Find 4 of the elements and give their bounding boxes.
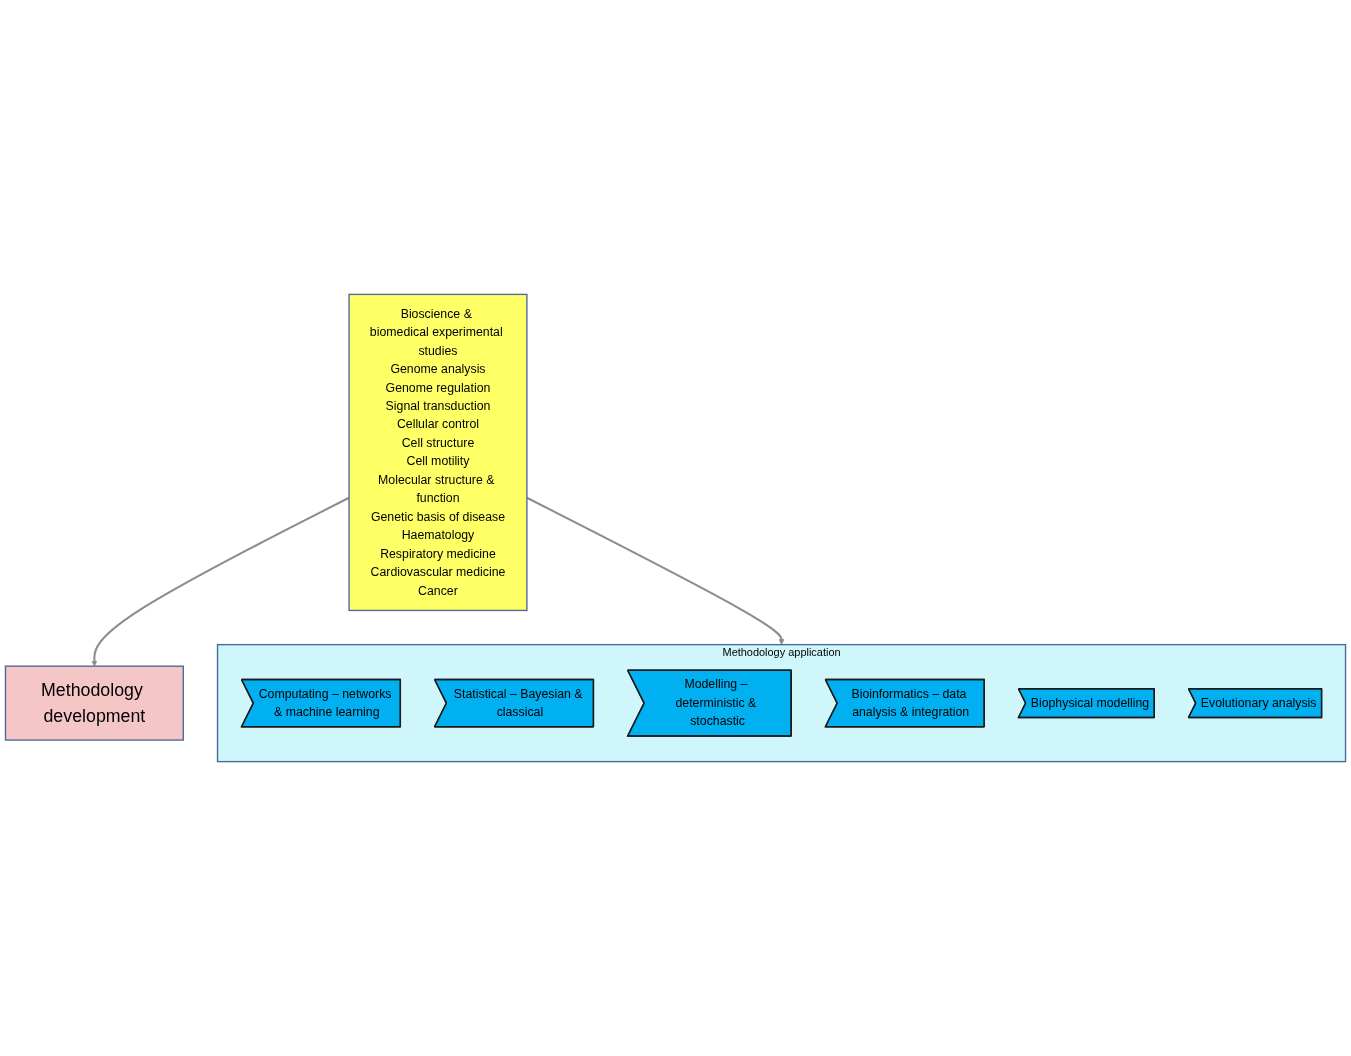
node-box: Methodology development [4, 665, 184, 741]
arrow [526, 496, 785, 645]
node-box: Bioscience & biomedical experimental studies Genome analysis Genome regulation Signal transduction Cellular control Cell structure Cell motility Molecular structure & function Genetic basis of disease Haematology Respiratory medicine Cardiovascular medicine Cancer [348, 293, 528, 612]
arrow [91, 496, 350, 667]
